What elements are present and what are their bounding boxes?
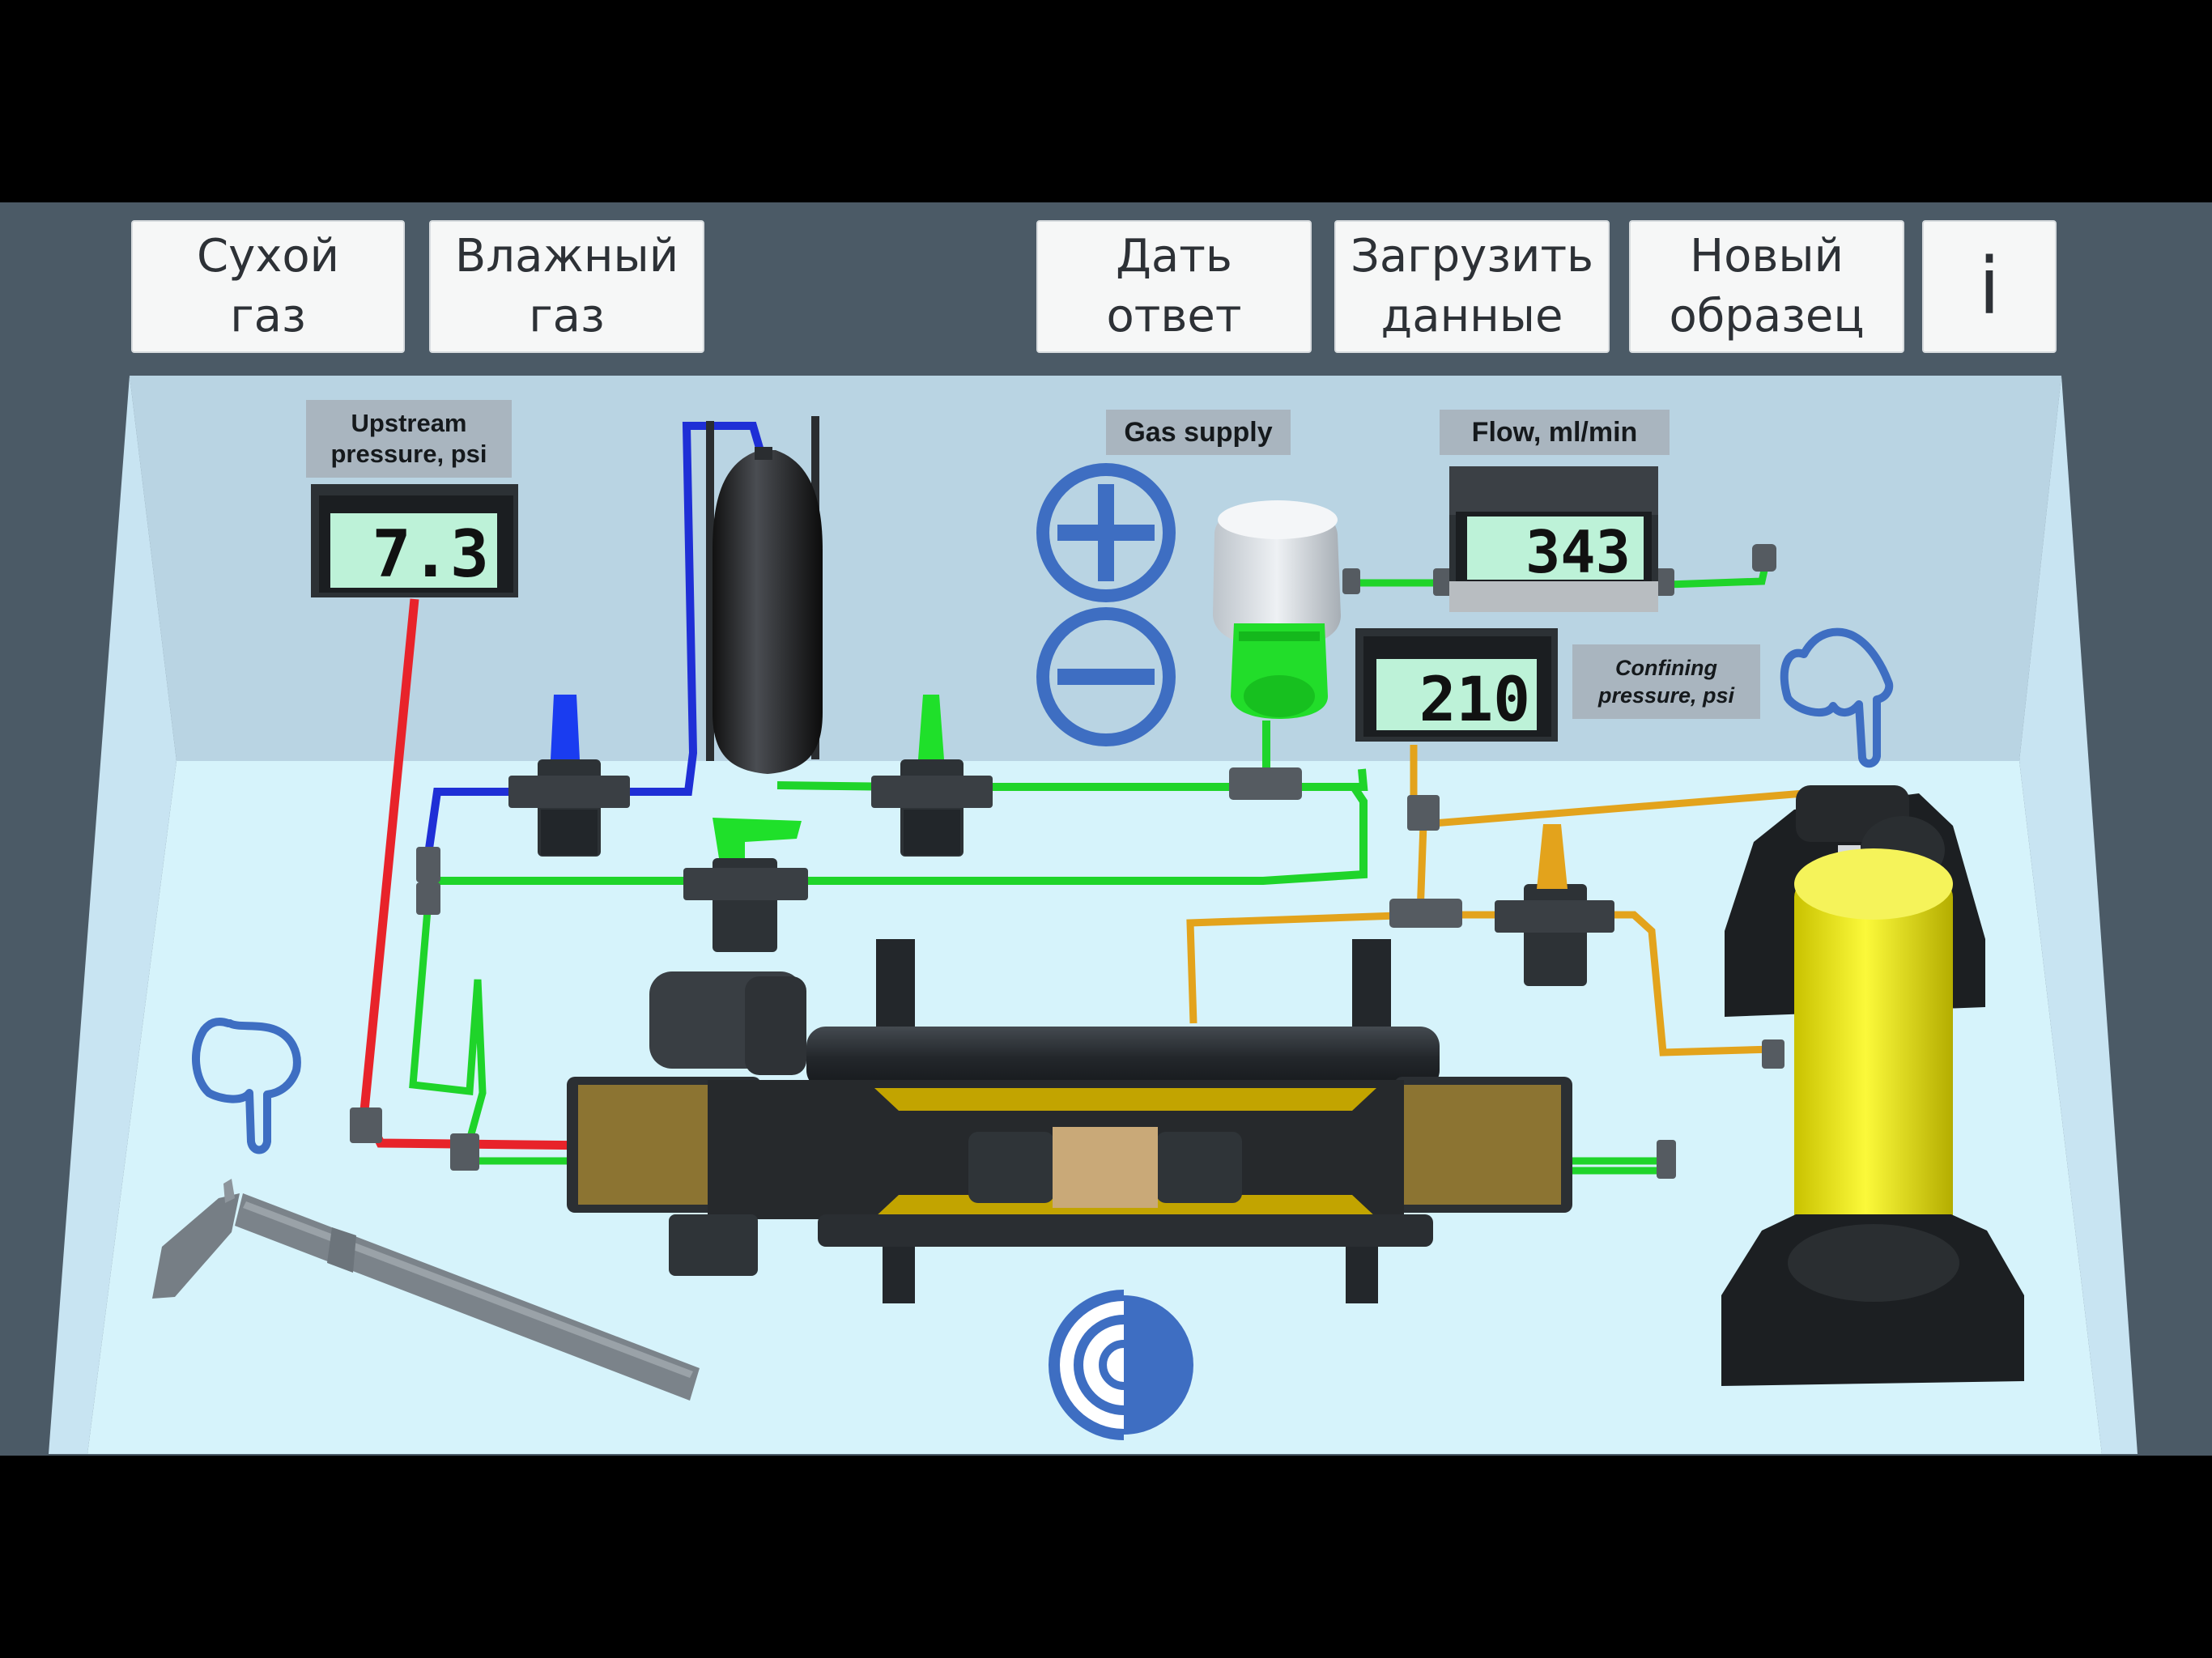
- wet-gas-label-1: Влажный: [454, 230, 679, 283]
- upstream-pressure-gauge: 7.3: [311, 484, 518, 597]
- give-answer-label-2: ответ: [1106, 290, 1242, 342]
- confining-pressure-label: Confining pressure, psi: [1572, 644, 1760, 719]
- wet-gas-button[interactable]: Влажный газ: [429, 220, 704, 353]
- dry-gas-label-1: Сухой: [196, 230, 340, 283]
- give-answer-button[interactable]: Дать ответ: [1036, 220, 1312, 353]
- dry-gas-label-2: газ: [230, 290, 306, 342]
- company-logo-icon: [1049, 1290, 1193, 1440]
- load-data-label-2: данные: [1380, 290, 1563, 342]
- info-icon: i: [1978, 241, 2001, 332]
- confining-pressure-value: 210: [1419, 663, 1530, 735]
- upstream-label-line1: Upstream: [351, 409, 467, 437]
- flow-meter-gauge: 343: [1449, 466, 1658, 612]
- new-sample-button[interactable]: Новый образец: [1629, 220, 1904, 353]
- gas-regulator[interactable]: [1213, 500, 1341, 719]
- pointing-hand-icon: [1780, 627, 1894, 768]
- flow-rate-value: 343: [1525, 518, 1631, 586]
- gas-line-loop: [437, 783, 1368, 885]
- confining-pressure-gauge: 210: [1355, 628, 1558, 742]
- valve-orange[interactable]: [1495, 824, 1614, 986]
- confining-line-cell: [1186, 823, 1427, 1024]
- valve-green-top[interactable]: [871, 695, 993, 857]
- pipe-fittings: [350, 447, 1784, 1179]
- load-data-label-1: Загрузить: [1350, 230, 1594, 283]
- give-answer-label-1: Дать: [1116, 230, 1232, 283]
- valve-green-lower[interactable]: [683, 818, 808, 952]
- upstream-pressure-value: 7.3: [372, 517, 490, 592]
- hand-pump[interactable]: [1721, 785, 2024, 1386]
- new-sample-label-2: образец: [1669, 290, 1865, 342]
- new-sample-label-1: Новый: [1690, 230, 1844, 283]
- right-wall: [2019, 376, 2138, 1454]
- load-data-button[interactable]: Загрузить данные: [1334, 220, 1610, 353]
- confining-label-line2: pressure, psi: [1597, 683, 1735, 708]
- vacuum-line: [425, 422, 765, 849]
- flow-label: Flow, ml/min: [1440, 410, 1670, 455]
- upstream-label-line2: pressure, psi: [330, 440, 487, 468]
- core-holder: [567, 939, 1572, 1303]
- gas-line-left: [409, 890, 487, 1159]
- pointing-hand-icon: [192, 1018, 301, 1154]
- decrease-pressure-button[interactable]: [1036, 607, 1176, 746]
- gas-accumulator-tank: [706, 416, 823, 774]
- caliper-tool[interactable]: [152, 1179, 700, 1401]
- confining-label-line1: Confining: [1615, 656, 1717, 680]
- minus-circle-icon[interactable]: [1036, 607, 1176, 746]
- wet-gas-label-2: газ: [529, 290, 605, 342]
- gas-supply-label: Gas supply: [1106, 410, 1291, 455]
- increase-pressure-button[interactable]: [1036, 463, 1176, 602]
- plus-circle-icon[interactable]: [1036, 463, 1176, 602]
- info-button[interactable]: i: [1922, 220, 2057, 353]
- upstream-pressure-label: Upstream pressure, psi: [306, 400, 512, 478]
- valve-blue[interactable]: [508, 695, 630, 857]
- rock-core-sample: [1053, 1127, 1158, 1208]
- dry-gas-button[interactable]: Сухой газ: [131, 220, 405, 353]
- left-wall: [49, 376, 177, 1454]
